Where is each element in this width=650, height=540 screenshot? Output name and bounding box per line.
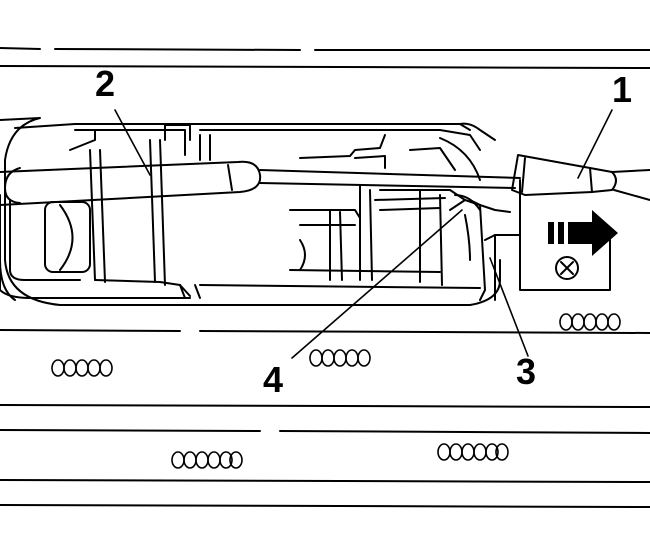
hole-row-5 [437, 443, 509, 461]
screw-icon [555, 256, 579, 280]
panel-lines [0, 47, 650, 508]
rod-component-2 [0, 160, 521, 206]
oval-holes [51, 313, 621, 469]
bracket-component-3 [449, 179, 611, 301]
hole-row-4 [171, 451, 243, 469]
motor-body [0, 124, 211, 299]
direction-arrow-icon [548, 210, 618, 256]
leader-line-1 [577, 109, 613, 179]
hole-row-2 [309, 349, 371, 367]
leader-line-2 [114, 109, 151, 176]
callout-label-2: 2 [95, 63, 116, 104]
leader-line-4 [291, 209, 463, 359]
housing [0, 117, 501, 306]
callout-label-4: 4 [263, 359, 284, 400]
mechanism [199, 129, 481, 289]
callout-label-1: 1 [612, 69, 633, 110]
callout-label-3: 3 [516, 351, 537, 392]
hole-row-3 [559, 313, 621, 331]
plug-component-1 [511, 154, 650, 201]
leader-line-3 [489, 257, 529, 357]
hole-row-1 [51, 359, 113, 377]
leader-lines [114, 109, 613, 359]
